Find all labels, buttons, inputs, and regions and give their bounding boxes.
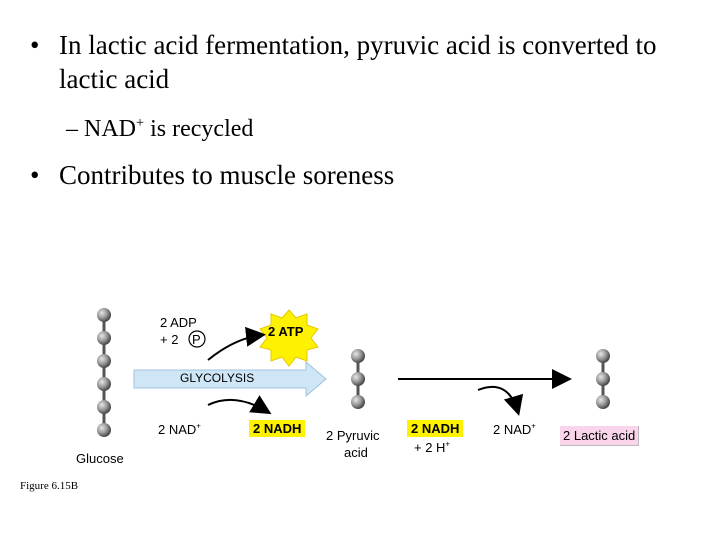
- sub-bullet: – NAD+ is recycled: [66, 114, 253, 144]
- bullet-2-text: Contributes to muscle soreness: [59, 160, 395, 190]
- pyruvic-acid-molecule: [351, 349, 365, 409]
- pyruvic-label-2: acid: [344, 445, 368, 460]
- bullet-1-text: In lactic acid fermentation, pyruvic aci…: [59, 30, 657, 94]
- h-plus-label: + 2 H+: [414, 439, 450, 455]
- atp-star: [259, 309, 319, 367]
- plus-2-label: + 2: [160, 332, 179, 347]
- sub-bullet-sup: +: [136, 115, 145, 131]
- nadh-left-box: 2 NADH: [249, 420, 306, 437]
- adp-to-atp-arrow: [207, 326, 266, 361]
- bullet-1-marker: •: [30, 30, 40, 60]
- glucose-molecule: [97, 308, 111, 437]
- nad-left-label: 2 NAD+: [158, 421, 201, 437]
- nadh-to-nad-arrow: [477, 385, 524, 416]
- pyruvic-label-1: 2 Pyruvic: [326, 428, 380, 443]
- nadh-right-box: 2 NADH: [407, 420, 464, 437]
- lactic-acid-molecule: [596, 349, 610, 409]
- glycolysis-arrow: [133, 360, 327, 398]
- adp-label: 2 ADP: [160, 315, 197, 330]
- nad-right-label: 2 NAD+: [493, 421, 536, 437]
- nad-to-nadh-arrow: [207, 395, 272, 415]
- glycolysis-label: GLYCOLYSIS: [180, 371, 255, 385]
- glucose-label: Glucose: [76, 451, 124, 466]
- phosphate-label: P: [192, 332, 201, 347]
- sub-bullet-nad: NAD: [84, 116, 136, 142]
- phosphate-circle: [188, 330, 206, 348]
- figure-caption: Figure 6.15B: [20, 480, 79, 492]
- atp-label: 2 ATP: [268, 324, 304, 339]
- sub-bullet-rest: is recycled: [144, 116, 254, 142]
- lactic-acid-label: 2 Lactic acid: [560, 426, 640, 446]
- sub-bullet-dash: –: [66, 116, 78, 142]
- bullet-2-marker: •: [30, 160, 40, 190]
